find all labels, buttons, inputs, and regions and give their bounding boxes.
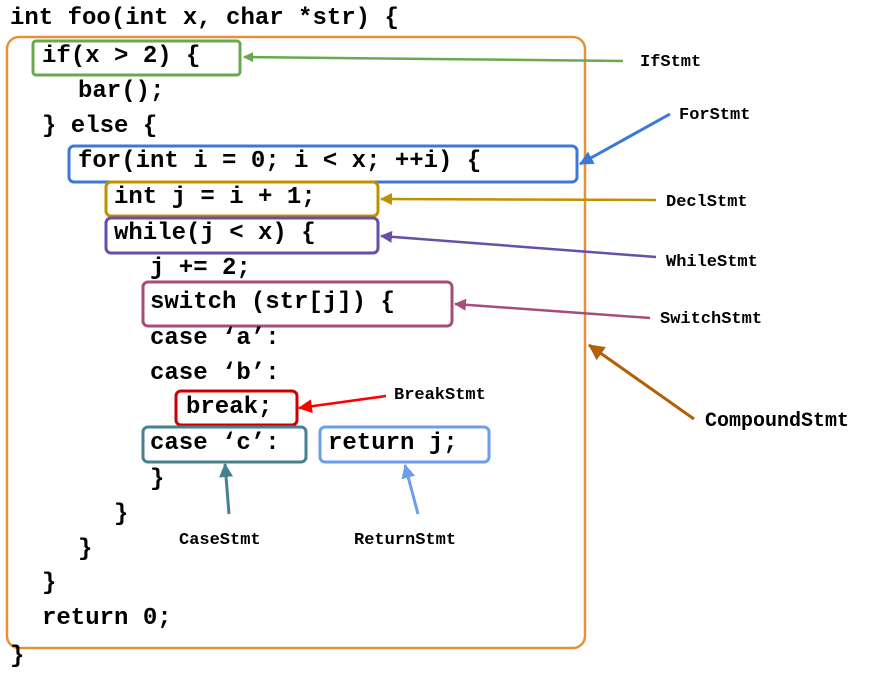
code-line-close-while: } [114, 501, 129, 528]
code-line-return-0: return 0; [42, 605, 172, 632]
label-breakstmt: BreakStmt [394, 386, 486, 405]
code-line-close-function: } [10, 643, 25, 670]
code-line-decl: int j = i + 1; [114, 184, 316, 211]
code-line-if: if(x > 2) { [42, 43, 201, 70]
label-returnstmt: ReturnStmt [354, 531, 457, 550]
code-line-switch: switch (str[j]) { [150, 289, 395, 316]
code-line-while: while(j < x) { [114, 220, 316, 247]
code-line-break: break; [186, 394, 273, 421]
code-line-return-j: return j; [328, 430, 458, 457]
returnstmt-arrow [401, 464, 420, 515]
label-declstmt: DeclStmt [666, 193, 748, 212]
label-forstmt: ForStmt [679, 106, 751, 125]
code-line-case-b: case ‘b’: [150, 360, 280, 387]
code-line-else: } else { [42, 113, 158, 140]
code-line-case-c: case ‘c’: [150, 430, 280, 457]
code-line-close-switch: } [150, 466, 165, 493]
breakstmt-box [174, 389, 299, 427]
label-casestmt: CaseStmt [179, 531, 261, 550]
breakstmt-arrow [298, 394, 387, 414]
ifstmt-arrow [243, 52, 624, 63]
compoundstmt-arrow [588, 343, 695, 421]
label-switchstmt: SwitchStmt [660, 310, 763, 329]
code-line-increment: j += 2; [150, 255, 251, 282]
whilestmt-arrow [380, 230, 657, 259]
casestmt-arrow [219, 463, 234, 515]
declstmt-box [104, 180, 380, 218]
label-ifstmt: IfStmt [640, 53, 702, 72]
code-line-close-for: } [78, 536, 93, 563]
code-line-case-a: case ‘a’: [150, 325, 280, 352]
returnstmt-box [318, 425, 491, 464]
label-whilestmt: WhileStmt [666, 253, 758, 272]
casestmt-box [141, 425, 308, 464]
code-line-close-else: } [42, 570, 57, 597]
whilestmt-box [104, 216, 380, 255]
compoundstmt-box [5, 35, 587, 650]
forstmt-arrow [579, 112, 671, 166]
switchstmt-box [141, 280, 454, 328]
declstmt-arrow [380, 193, 657, 206]
switchstmt-arrow [454, 298, 651, 320]
ifstmt-box [31, 39, 242, 77]
label-compoundstmt: CompoundStmt [705, 410, 850, 433]
code-line-for: for(int i = 0; i < x; ++i) { [78, 148, 482, 175]
code-line-bar-call: bar(); [78, 78, 165, 105]
code-line-signature: int foo(int x, char *str) { [10, 5, 399, 32]
